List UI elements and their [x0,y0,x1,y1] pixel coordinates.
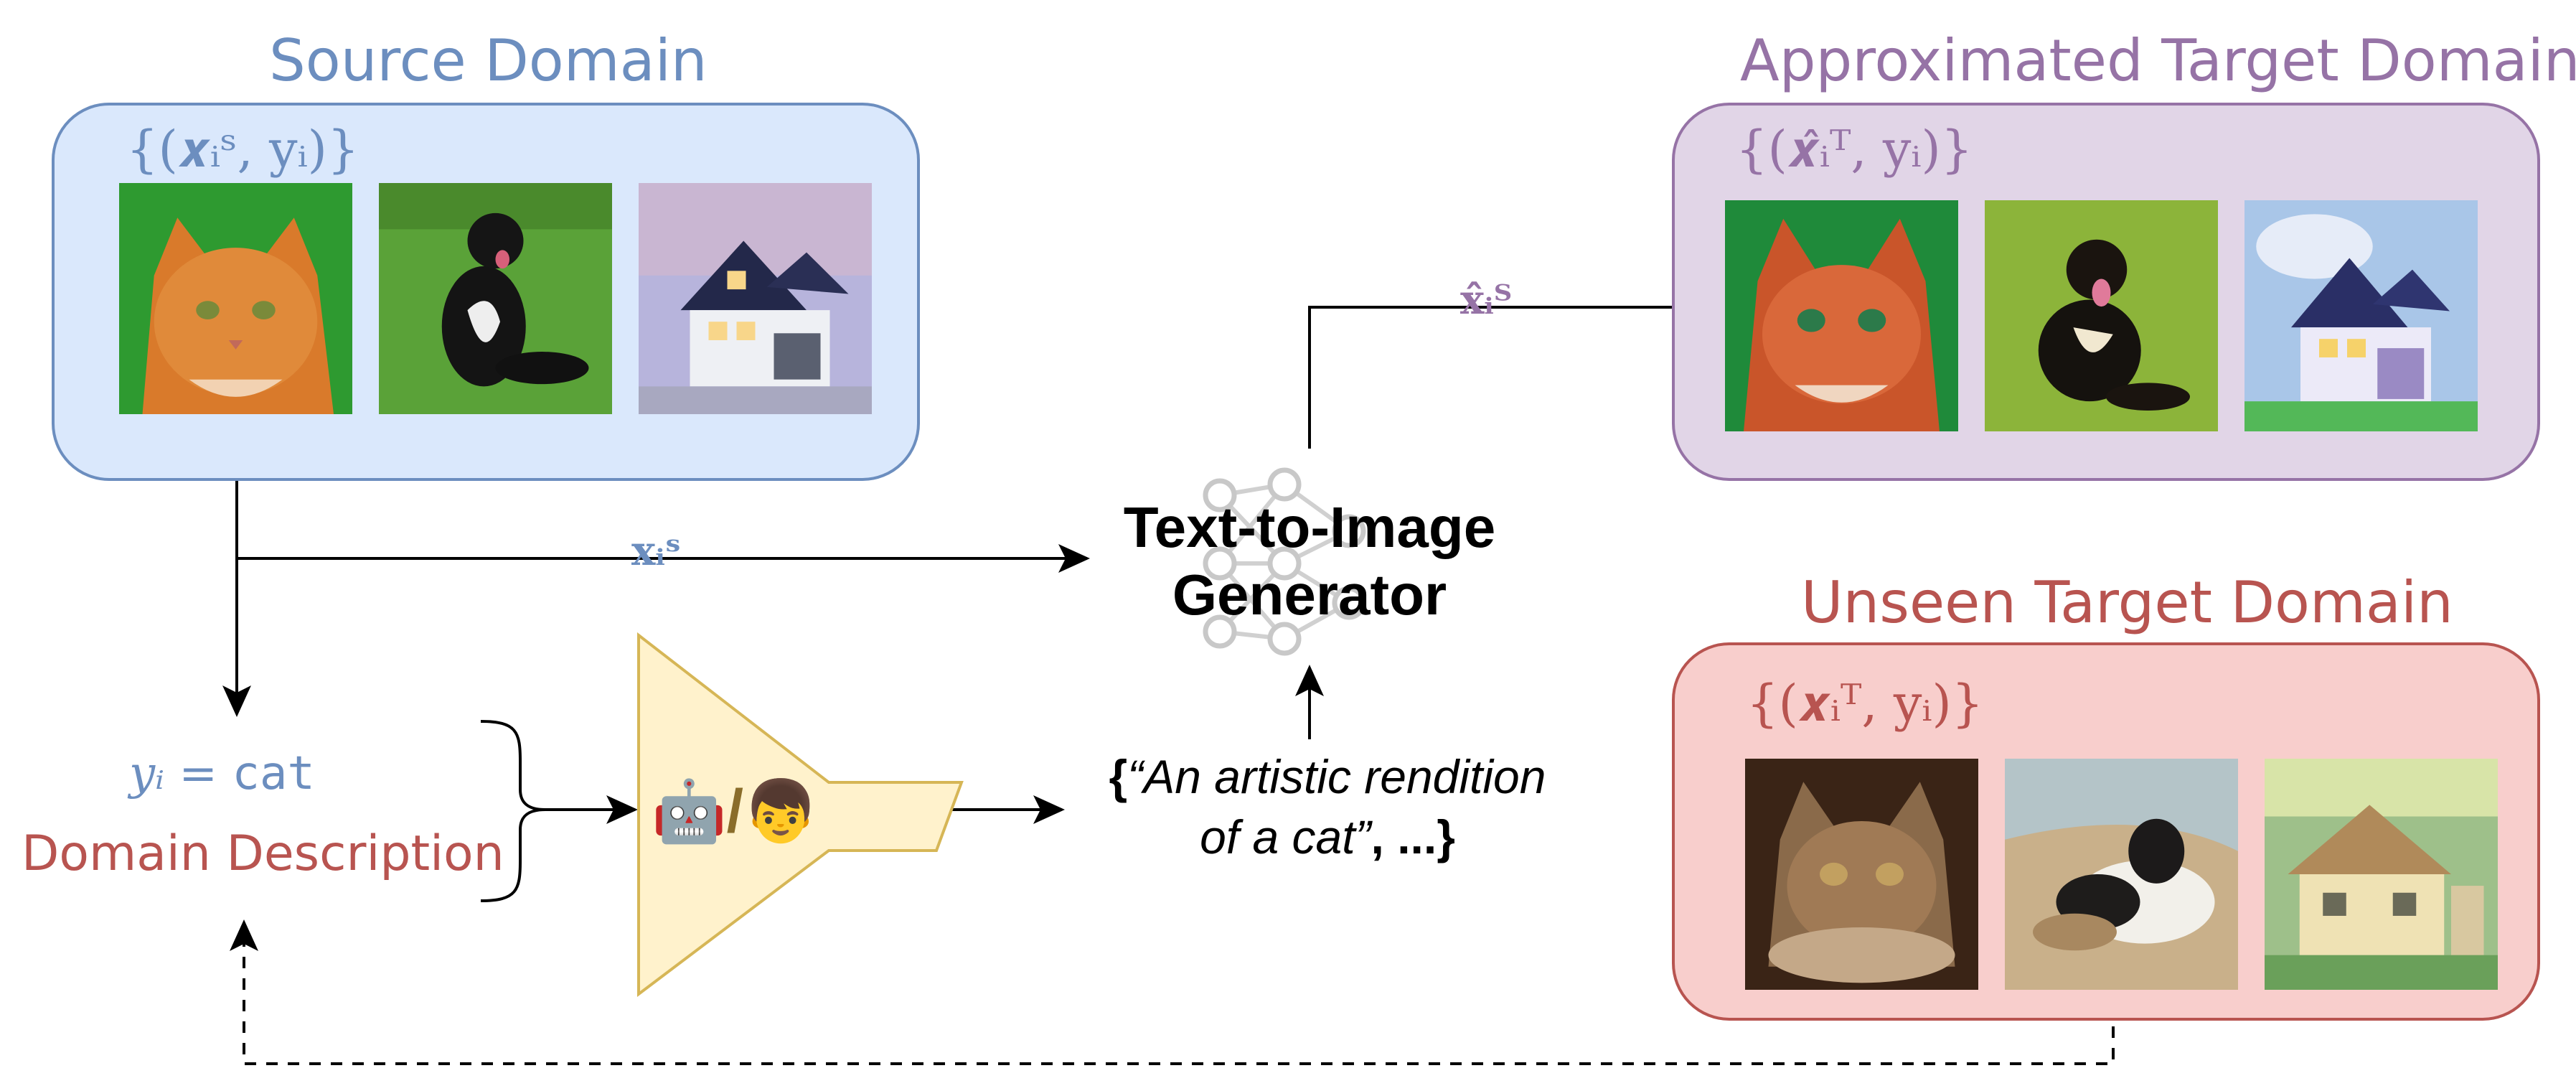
prompt-text: {“An artistic rendition of a cat”, ...} [1076,746,1579,867]
source-cat-image [119,183,352,414]
approx-domain-box: {(𝒙̂ᵢᵀ, yᵢ)} [1672,103,2540,481]
neural-network-icon [1203,467,1366,656]
arrow-feedback-dashed [230,919,2115,1065]
source-set-label: {(𝒙ᵢˢ, yᵢ)} [126,120,359,179]
yi-prefix: yᵢ = [129,747,232,800]
prompt-line1: “An artistic rendition [1127,750,1546,803]
approx-cat-image [1725,200,1958,431]
yi-class: cat [232,747,315,800]
unseen-house-image [2265,759,2498,990]
prompt-line2: of a cat” [1200,810,1371,863]
approx-house-image [2244,200,2478,431]
approx-dog-image [1985,200,2218,431]
yi-label: yᵢ = cat [129,746,315,800]
unseen-domain-title: Unseen Target Domain [1801,569,2453,636]
source-dog-image [379,183,612,414]
unseen-domain-box: {(𝒙ᵢᵀ, yᵢ)} [1672,642,2540,1021]
prompt-open-brace: { [1109,750,1128,803]
prompt-line2-rest: , ...} [1371,810,1455,863]
generator-label: Text-to-Image Generator [1105,494,1514,629]
x-source-label: 𝐱ᵢˢ [631,528,681,575]
approx-domain-title: Approximated Target Domain [1740,27,2576,94]
arrow-generator-to-approx [1308,293,1711,449]
source-house-image [639,183,872,414]
source-domain-title: Source Domain [269,27,708,94]
llm-human-icons: 🤖/👦 [652,777,819,845]
x-hat-target-label: 𝐱̂ᵢᵀ [1460,276,1513,324]
source-domain-box: {(𝒙ᵢˢ, yᵢ)} [52,103,920,481]
generator-line1: Text-to-Image [1123,495,1496,559]
approx-set-label: {(𝒙̂ᵢᵀ, yᵢ)} [1736,120,1973,179]
generator-line2: Generator [1172,563,1447,627]
unseen-set-label: {(𝒙ᵢᵀ, yᵢ)} [1747,674,1984,733]
domain-description-label: Domain Description [22,825,504,882]
unseen-cat-image [1745,759,1978,990]
llm-funnel-shape [637,632,964,998]
unseen-dog-image [2005,759,2238,990]
